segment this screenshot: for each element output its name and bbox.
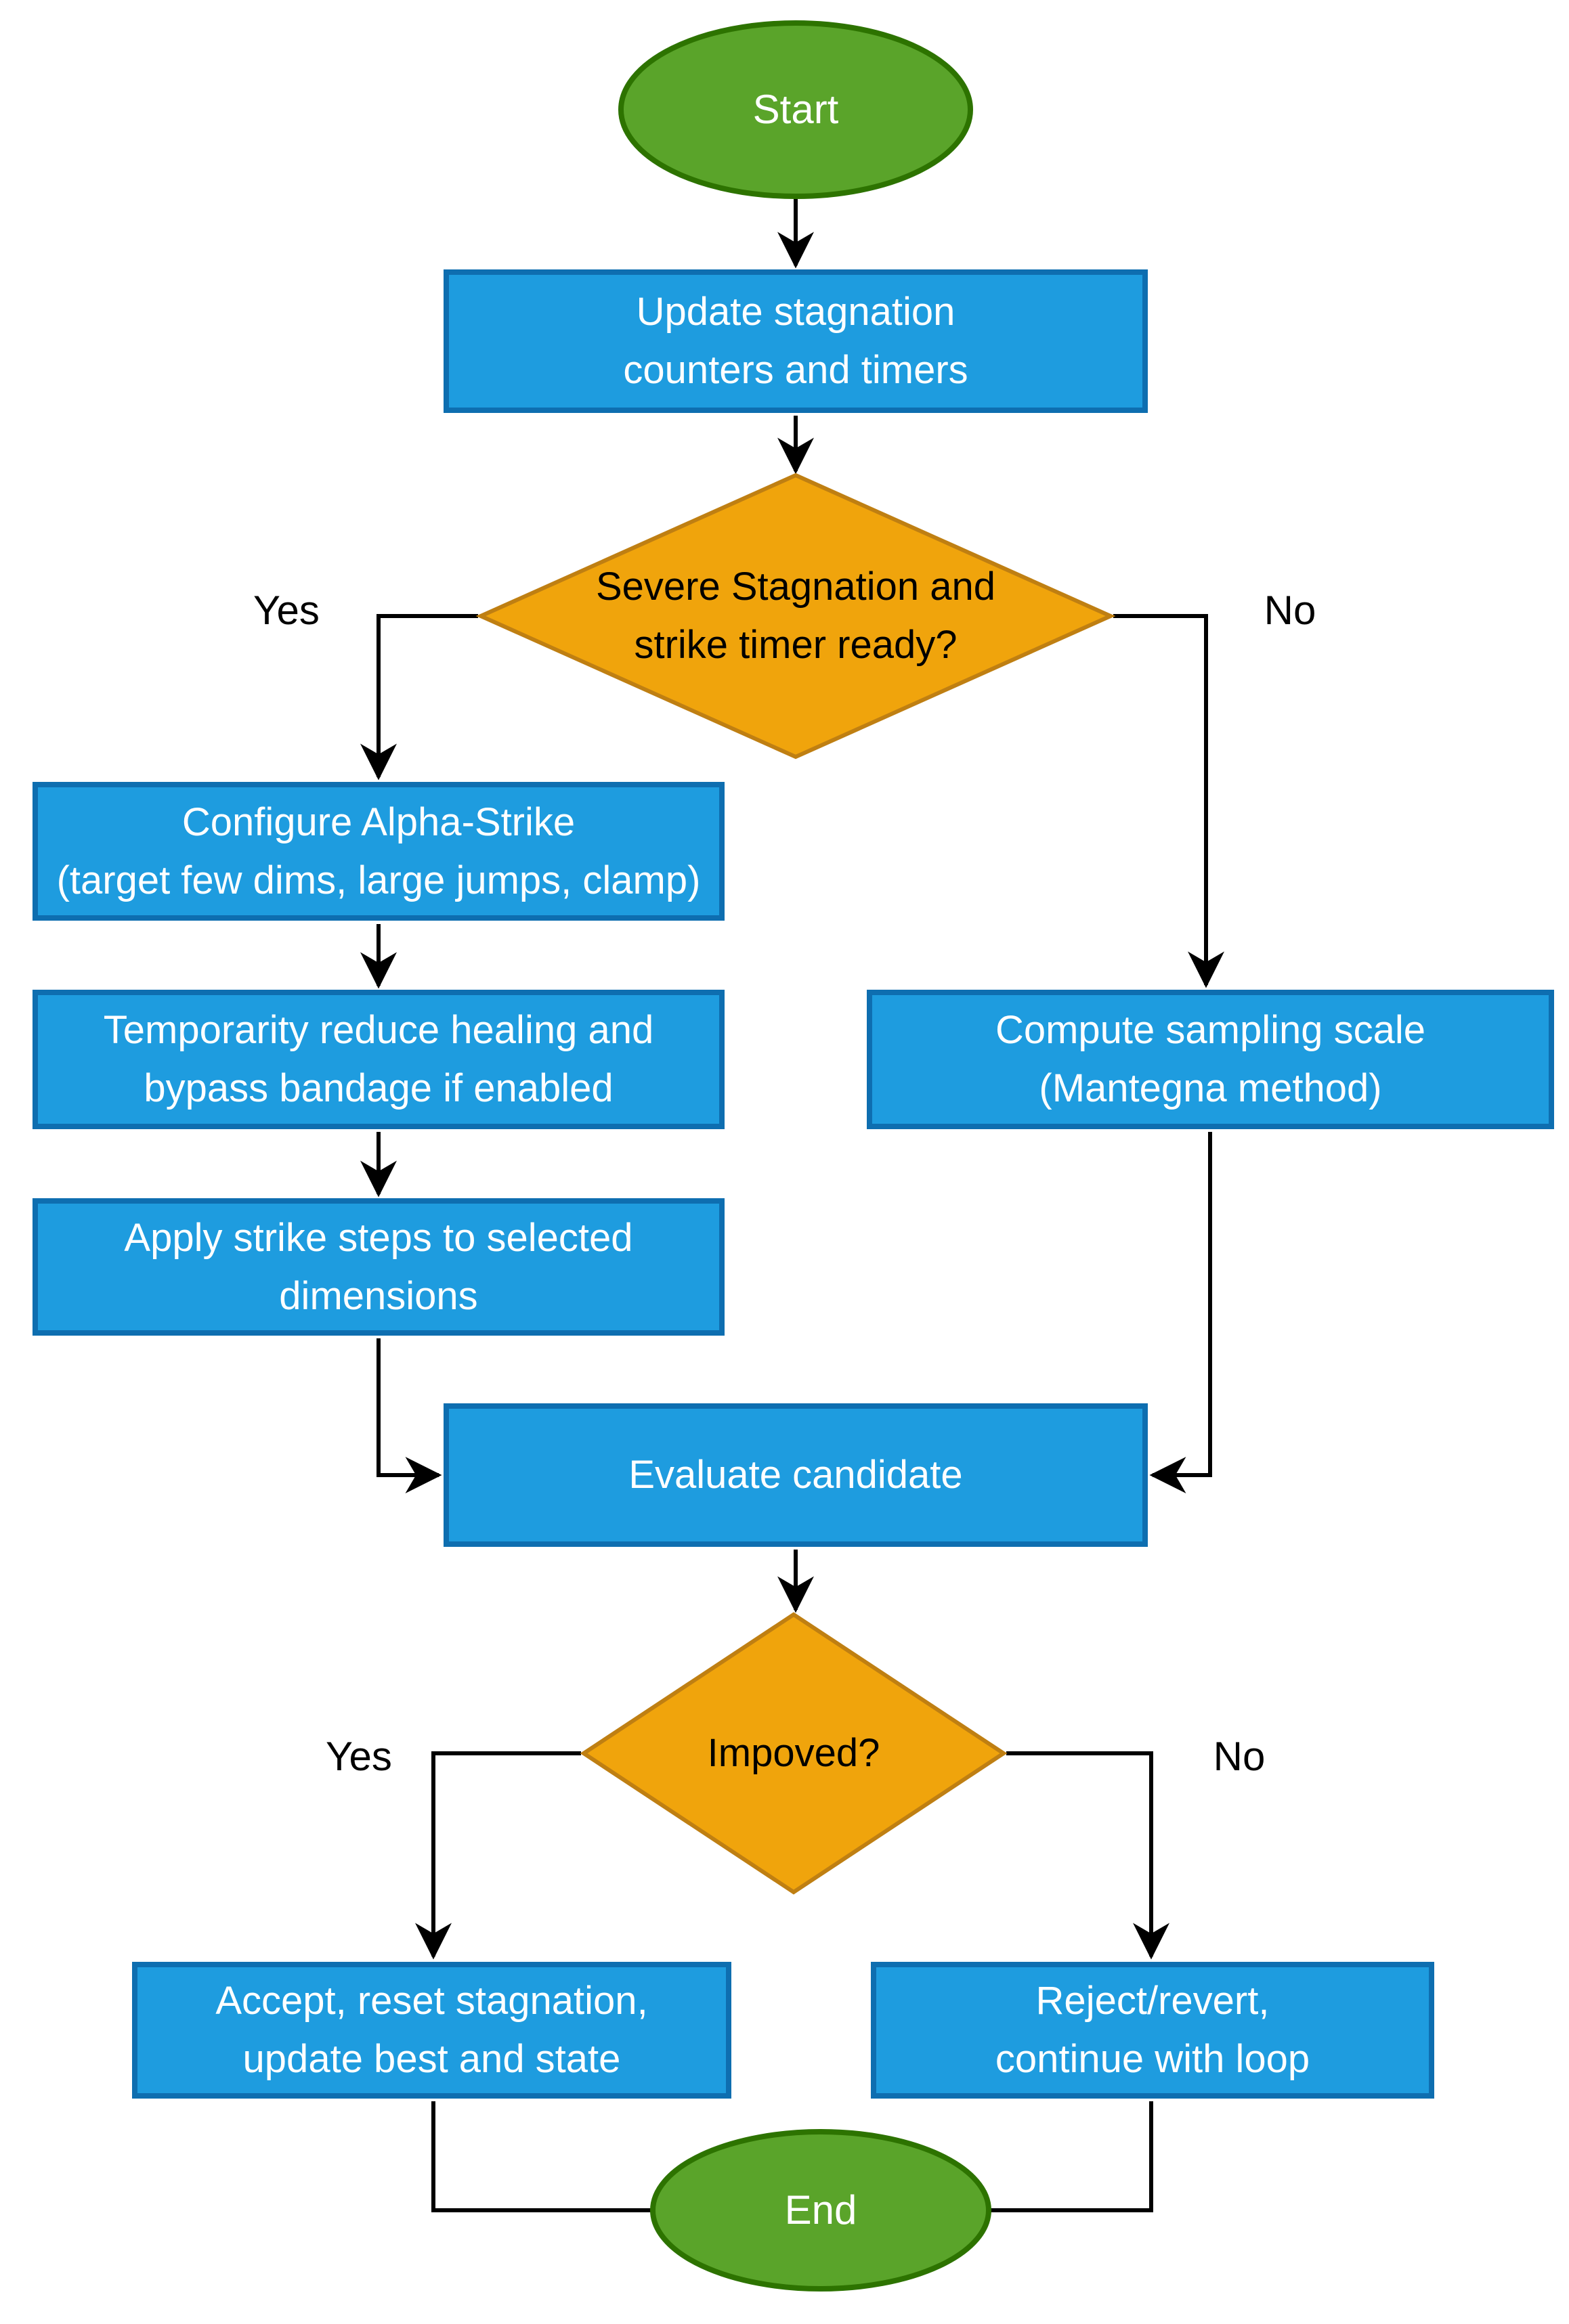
- start-ellipse: [618, 20, 973, 199]
- node-temporarity: Temporarity reduce healing and bypass ba…: [33, 990, 725, 1129]
- node-compute: Compute sampling scale (Mantegna method): [867, 990, 1554, 1129]
- severe-yes-label: Yes: [253, 588, 320, 633]
- edge-reject-end: [987, 2101, 1153, 2212]
- edge-improved-yes-accept: [415, 1751, 581, 1960]
- node-accept: Accept, reset stagnation, update best an…: [132, 1962, 731, 2099]
- improved-no-label: No: [1213, 1734, 1266, 1779]
- severe-diamond-label: Severe Stagnation and strike timer ready…: [595, 565, 996, 667]
- edge-severe-no-compute: [1113, 614, 1224, 988]
- node-evaluate: Evaluate candidate: [444, 1403, 1148, 1547]
- improved-diamond: [580, 1612, 1008, 1895]
- end-ellipse: [650, 2129, 991, 2292]
- edge-severe-yes-configure: [360, 614, 478, 781]
- edge-improved-no-reject: [1006, 1751, 1169, 1960]
- improved-yes-label: Yes: [326, 1734, 392, 1779]
- severe-diamond: [475, 473, 1116, 760]
- node-reject: Reject/revert, continue with loop: [871, 1962, 1434, 2099]
- node-start-label: Start: [752, 87, 839, 132]
- edge-compute-evaluate: [1149, 1132, 1212, 1493]
- node-end-label: End: [784, 2187, 857, 2233]
- severe-no-label: No: [1264, 588, 1316, 633]
- improved-diamond-label: Impoved?: [707, 1731, 880, 1775]
- edge-accept-end: [431, 2101, 655, 2212]
- node-apply: Apply strike steps to selected dimension…: [33, 1198, 725, 1336]
- node-update: Update stagnation counters and timers: [444, 269, 1148, 413]
- edge-apply-evaluate: [377, 1338, 442, 1493]
- node-configure: Configure Alpha-Strike (target few dims,…: [33, 782, 725, 921]
